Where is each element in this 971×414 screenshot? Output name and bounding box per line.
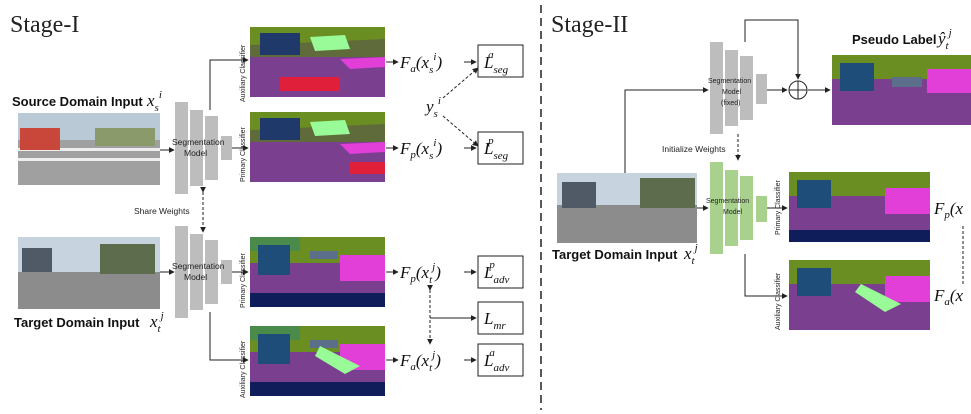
seg-output-target-aux bbox=[250, 326, 385, 396]
loss-seg-a: Lsega bbox=[477, 44, 524, 78]
aux-to-plus bbox=[744, 19, 801, 80]
primary-classifier-label-1: Primary Classifier bbox=[240, 126, 247, 182]
svg-text:Lsega: Lsega bbox=[483, 49, 509, 76]
source-domain-symbol: xsi bbox=[146, 89, 162, 114]
segmentation-model-source bbox=[175, 102, 232, 194]
ensemble-plus bbox=[788, 80, 808, 100]
label-to-seg-a bbox=[442, 67, 479, 99]
pseudo-label-map bbox=[832, 55, 971, 125]
loss-adv-a: Ladva bbox=[477, 343, 524, 377]
seg-output-s2-aux bbox=[789, 260, 930, 330]
model-label-source: Segmentation bbox=[172, 137, 225, 147]
segmentation-model-target bbox=[175, 226, 232, 318]
target-image-stage2 bbox=[557, 173, 697, 243]
loss-adv-p: Ladvp bbox=[477, 255, 524, 289]
fa-source-output: Fa(xsi) bbox=[399, 51, 442, 76]
model-label-source-2: Model bbox=[184, 148, 207, 158]
source-label-symbol: ysi bbox=[424, 95, 441, 120]
fixed-model-label-3: (fixed) bbox=[721, 100, 740, 107]
target-domain-label: Target Domain Input bbox=[14, 315, 140, 330]
model-label-target-2: Model bbox=[184, 272, 207, 282]
target-domain-symbol-2: xtj bbox=[683, 242, 698, 267]
aux-branch-arrow-source bbox=[209, 57, 249, 110]
segmentation-model-fixed bbox=[710, 42, 767, 134]
aux-classifier-label-1: Auxiliary Classifier bbox=[240, 44, 247, 102]
svg-text:Ladvp: Ladvp bbox=[483, 259, 509, 286]
source-domain-image bbox=[18, 113, 160, 185]
target-domain-label-2: Target Domain Input bbox=[552, 247, 678, 262]
source-domain-label: Source Domain Input bbox=[12, 94, 143, 109]
fp-target-output: Fp(xtj) bbox=[399, 261, 441, 286]
seg-output-source-primary bbox=[250, 112, 385, 182]
segmentation-model-green bbox=[710, 162, 767, 254]
pseudo-label-title: Pseudo Label bbox=[852, 32, 937, 47]
target-domain-symbol: xtj bbox=[149, 310, 164, 335]
seg-output-source-aux bbox=[250, 27, 385, 97]
fp-s2-output: Fp(x bbox=[933, 199, 964, 221]
loss-seg-p: Lsegp bbox=[477, 131, 524, 165]
green-model-label-1: Segmentation bbox=[706, 198, 749, 205]
target-to-fixed bbox=[624, 87, 709, 173]
green-model-label-2: Model bbox=[723, 209, 743, 216]
seg-output-target-primary bbox=[250, 237, 385, 307]
green-aux-arrow bbox=[744, 254, 788, 299]
label-to-seg-p bbox=[442, 115, 479, 147]
fixed-model-label-1: Segmentation bbox=[708, 78, 751, 85]
pseudo-label-symbol: ŷtj bbox=[936, 27, 952, 52]
aux-branch-arrow-target bbox=[209, 312, 249, 363]
model-label-target: Segmentation bbox=[172, 261, 225, 271]
seg-output-s2-primary bbox=[789, 172, 930, 242]
fa-target-output: Fa(xtj) bbox=[399, 349, 441, 374]
share-weights-label: Share Weights bbox=[134, 206, 190, 216]
svg-text:Lmr: Lmr bbox=[483, 309, 506, 332]
primary-classifier-label-s2: Primary Classifier bbox=[775, 179, 782, 235]
loss-mr: Lmr bbox=[477, 301, 524, 335]
fixed-model-label-2: Model bbox=[722, 89, 742, 96]
stage2-title: Stage-II bbox=[551, 12, 628, 38]
svg-text:Lsegp: Lsegp bbox=[483, 135, 509, 162]
primary-classifier-label-2: Primary Classifier bbox=[240, 252, 247, 308]
aux-classifier-label-2: Auxiliary Classifier bbox=[240, 340, 247, 398]
initialize-weights-label: Initialize Weights bbox=[662, 144, 726, 154]
stage1-title: Stage-I bbox=[10, 12, 79, 38]
fp-source-output: Fp(xsi) bbox=[399, 137, 442, 162]
target-domain-image bbox=[18, 237, 160, 309]
svg-text:Ladva: Ladva bbox=[483, 347, 509, 374]
aux-classifier-label-s2: Auxiliary Classifier bbox=[775, 272, 782, 330]
fa-s2-output: Fa(x bbox=[933, 286, 964, 308]
